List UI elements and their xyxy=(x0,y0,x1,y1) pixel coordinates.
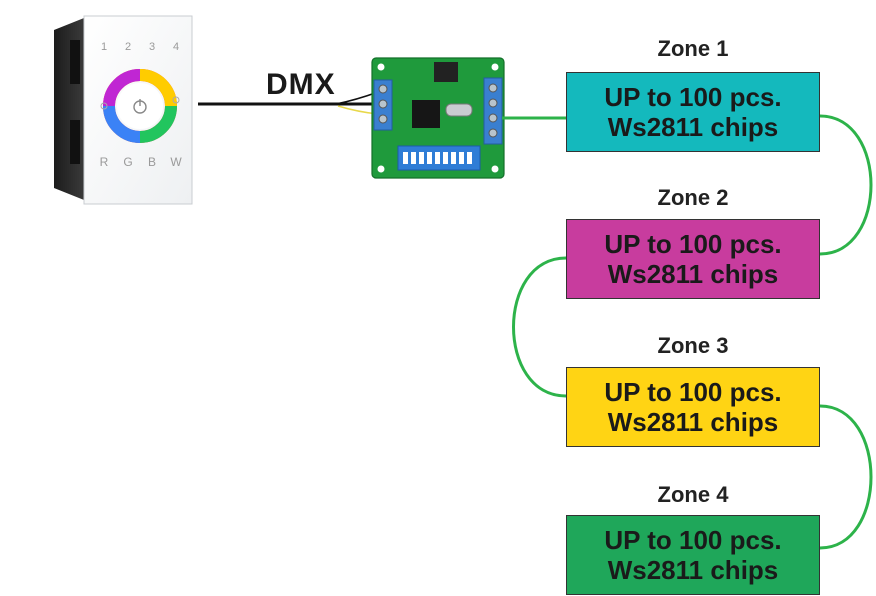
decoder-board xyxy=(371,57,505,179)
microcontroller-chip xyxy=(412,100,440,128)
voltage-regulator xyxy=(434,62,458,82)
color-wheel-arc xyxy=(139,105,177,143)
screw xyxy=(488,113,498,123)
panel-button-g: G xyxy=(123,155,132,169)
crystal xyxy=(445,103,473,117)
screw xyxy=(378,84,388,94)
zone-text-line: Ws2811 chips xyxy=(607,555,779,585)
connector-zone1-zone2 xyxy=(819,114,873,256)
zone-box: UP to 100 pcs. Ws2811 chips xyxy=(566,219,820,299)
output-terminal xyxy=(483,77,503,145)
mode-icon xyxy=(172,96,180,104)
panel-button-2: 2 xyxy=(125,41,131,53)
connector-zone3-zone4 xyxy=(819,404,873,550)
zone-text-line: Ws2811 chips xyxy=(607,259,779,289)
panel-button-w: W xyxy=(170,155,182,169)
panel-button-1: 1 xyxy=(101,41,107,53)
mount-hole xyxy=(491,165,499,173)
zone-text-line: UP to 100 pcs. xyxy=(604,82,782,112)
zone-text-line: Ws2811 chips xyxy=(607,112,779,142)
zone-title: Zone 1 xyxy=(657,36,729,61)
panel-mount xyxy=(70,120,80,164)
screw xyxy=(378,114,388,124)
zone-title: Zone 3 xyxy=(657,333,729,358)
panel-button-b: B xyxy=(148,155,156,169)
zone-text-line: Ws2811 chips xyxy=(607,407,779,437)
dmx-label: DMX xyxy=(266,68,336,101)
connector-zone2-zone3 xyxy=(512,256,567,398)
mount-hole xyxy=(377,63,385,71)
screw xyxy=(488,98,498,108)
zone-title: Zone 4 xyxy=(657,482,729,507)
connectors xyxy=(502,114,873,550)
screw xyxy=(378,99,388,109)
dip-switch-toggles xyxy=(403,152,472,164)
zone-box: UP to 100 pcs. Ws2811 chips xyxy=(566,72,820,152)
panel-button-3: 3 xyxy=(149,41,155,53)
screw xyxy=(488,83,498,93)
screw xyxy=(488,128,498,138)
zone-text-line: UP to 100 pcs. xyxy=(604,525,782,555)
panel-button-4: 4 xyxy=(173,41,179,53)
zone-text-line: UP to 100 pcs. xyxy=(604,229,782,259)
touch-panel: 1 2 3 4 R G B W xyxy=(54,15,193,205)
panel-mount xyxy=(70,40,80,84)
zone-box: UP to 100 pcs. Ws2811 chips xyxy=(566,367,820,447)
zone-title: Zone 2 xyxy=(657,185,729,210)
color-wheel-arc xyxy=(139,69,177,107)
mount-hole xyxy=(491,63,499,71)
color-wheel-arc xyxy=(103,105,141,143)
zone-box: UP to 100 pcs. Ws2811 chips xyxy=(566,515,820,595)
mount-hole xyxy=(377,165,385,173)
brightness-icon xyxy=(100,102,108,110)
panel-button-r: R xyxy=(100,155,109,169)
color-wheel-arc xyxy=(103,69,141,107)
zone-text-line: UP to 100 pcs. xyxy=(604,377,782,407)
